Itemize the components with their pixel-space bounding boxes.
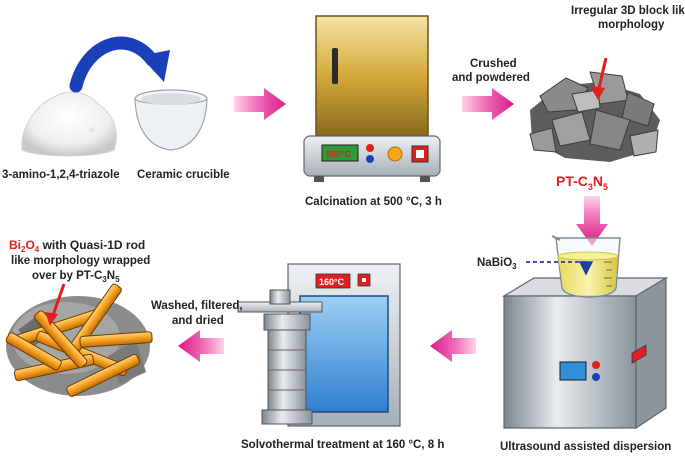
solvothermal-label: Solvothermal treatment at 160 °C, 8 h <box>241 439 444 451</box>
triazole-powder <box>21 91 117 157</box>
morphology-pointer <box>590 57 608 100</box>
process-arrow-5 <box>178 330 224 362</box>
solvothermal-oven: 160°C <box>287 263 401 427</box>
pt-c3n5-blocks <box>529 71 660 162</box>
ultrasound-bath <box>501 276 669 430</box>
nabio3-label: NaBiO3 <box>477 257 517 271</box>
curved-transfer-arrow <box>69 36 170 93</box>
ultrasound-label: Ultrasound assisted dispersion <box>500 441 671 453</box>
product-pointer <box>45 283 66 326</box>
oven-display: 160°C <box>319 277 345 287</box>
morphology-label-line2: morphology <box>598 19 665 31</box>
product-label-line3: over by PT-C3N5 <box>32 270 120 284</box>
washed-label-line1: Washed, filtered, <box>151 300 243 312</box>
crushed-label-line2: and powdered <box>452 72 530 84</box>
pt-c3n5-label: PT-C3N5 <box>556 173 608 192</box>
muffle-furnace: 500°C <box>303 15 441 182</box>
product-label-line2: like morphology wrapped <box>11 255 150 267</box>
process-arrow-4 <box>430 330 476 362</box>
process-arrow-2 <box>462 88 514 120</box>
crushed-label-line1: Crushed <box>470 58 517 70</box>
process-arrow-3 <box>576 196 608 246</box>
process-arrow-1 <box>234 88 286 120</box>
autoclave <box>237 289 323 425</box>
triazole-label: 3-amino-1,2,4-triazole <box>2 169 120 181</box>
ceramic-crucible <box>134 89 208 151</box>
morphology-label-line1: Irregular 3D block like <box>571 5 685 17</box>
calcination-label: Calcination at 500 °C, 3 h <box>305 196 442 208</box>
furnace-display: 500°C <box>326 149 352 159</box>
product-label-line1: Bi2O4 with Quasi-1D rod <box>9 238 145 254</box>
nabio3-dashed-arrow <box>526 261 594 276</box>
bi2o4-rod-composite <box>5 283 153 397</box>
washed-label-line2: and dried <box>172 315 224 327</box>
crucible-label: Ceramic crucible <box>137 169 230 181</box>
